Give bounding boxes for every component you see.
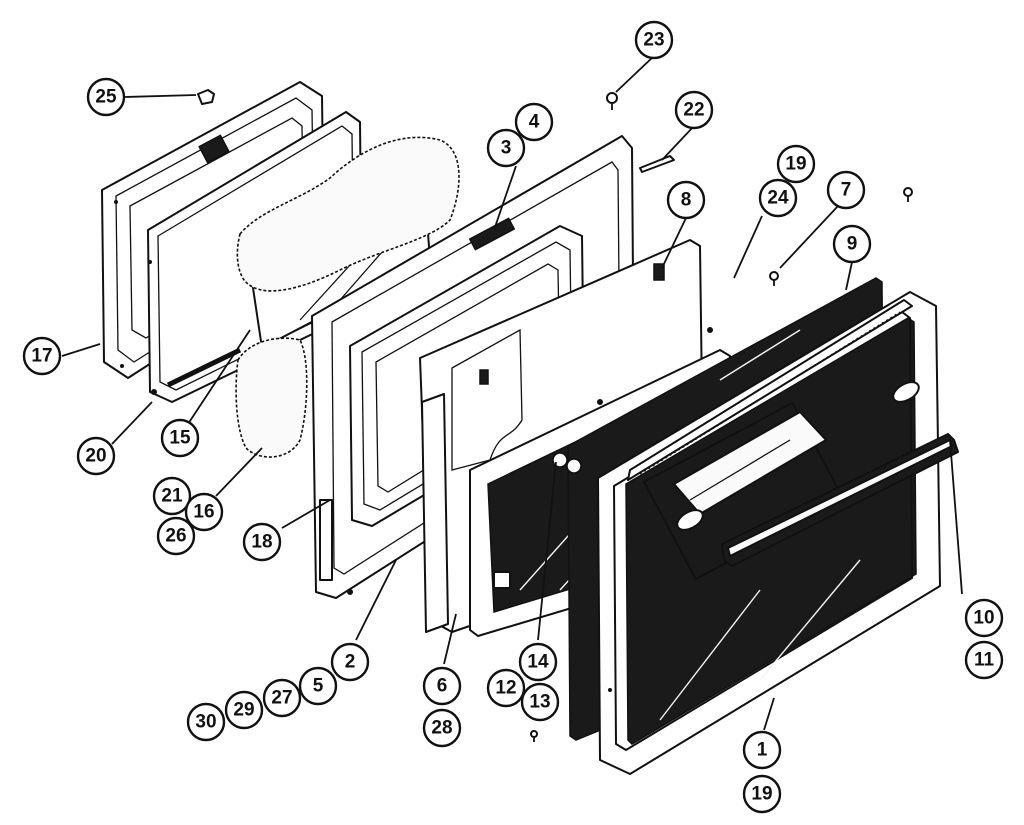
callout-23: 23: [634, 20, 674, 60]
callout-27: 27: [262, 678, 302, 718]
callout-5: 5: [298, 666, 338, 706]
svg-text:12: 12: [495, 678, 516, 699]
svg-text:9: 9: [847, 234, 858, 255]
svg-text:22: 22: [683, 100, 704, 121]
callout-15: 15: [160, 418, 200, 458]
svg-text:1: 1: [757, 740, 768, 761]
svg-text:30: 30: [195, 712, 216, 733]
svg-text:14: 14: [527, 652, 549, 673]
svg-text:24: 24: [767, 188, 789, 209]
svg-text:29: 29: [233, 700, 254, 721]
callout-19-bottom: 19: [742, 774, 782, 814]
callout-17: 17: [22, 336, 62, 376]
svg-text:3: 3: [501, 138, 512, 159]
svg-text:27: 27: [271, 688, 292, 709]
callout-24: 24: [758, 178, 798, 218]
part-16-insulation: [235, 136, 460, 458]
callout-8: 8: [666, 180, 706, 220]
svg-text:19: 19: [785, 154, 806, 175]
callout-19-top: 19: [776, 144, 816, 184]
svg-text:18: 18: [251, 532, 272, 553]
svg-text:2: 2: [345, 652, 356, 673]
callout-22: 22: [674, 90, 714, 130]
callout-30: 30: [186, 702, 226, 742]
callout-3: 3: [486, 128, 526, 168]
callout-10: 10: [964, 598, 1004, 638]
svg-text:15: 15: [169, 428, 191, 449]
svg-text:13: 13: [529, 692, 550, 713]
callout-26: 26: [156, 516, 196, 556]
callout-9: 9: [832, 224, 872, 264]
svg-text:7: 7: [841, 180, 852, 201]
svg-text:6: 6: [437, 676, 448, 697]
svg-text:17: 17: [31, 346, 52, 367]
svg-text:20: 20: [85, 446, 106, 467]
svg-text:8: 8: [681, 190, 692, 211]
svg-text:21: 21: [161, 486, 183, 507]
callout-4: 4: [514, 102, 554, 142]
svg-text:26: 26: [165, 526, 186, 547]
callout-1: 1: [742, 730, 782, 770]
svg-text:4: 4: [529, 112, 540, 133]
part-10-door-handle: [721, 433, 959, 567]
callout-21: 21: [152, 476, 192, 516]
leader-lines: [61, 55, 963, 731]
svg-text:11: 11: [974, 650, 995, 671]
svg-text:16: 16: [193, 502, 214, 523]
callout-12: 12: [486, 668, 526, 708]
callout-14: 14: [518, 642, 558, 682]
callout-25: 25: [86, 77, 126, 117]
callout-13: 13: [520, 682, 560, 722]
svg-text:19: 19: [751, 784, 772, 805]
callout-11: 11: [964, 640, 1004, 680]
callout-7: 7: [826, 170, 866, 210]
callout-29: 29: [224, 690, 264, 730]
callout-2: 2: [330, 642, 370, 682]
callout-28: 28: [422, 708, 462, 748]
svg-text:10: 10: [973, 608, 994, 629]
svg-text:5: 5: [313, 676, 324, 697]
callout-18: 18: [242, 522, 282, 562]
svg-text:23: 23: [643, 30, 664, 51]
svg-text:28: 28: [431, 718, 452, 739]
svg-text:25: 25: [95, 87, 117, 108]
callout-16: 16: [184, 492, 224, 532]
callout-6: 6: [422, 666, 462, 706]
callout-20: 20: [76, 436, 116, 476]
hardware-screws: [197, 89, 913, 742]
